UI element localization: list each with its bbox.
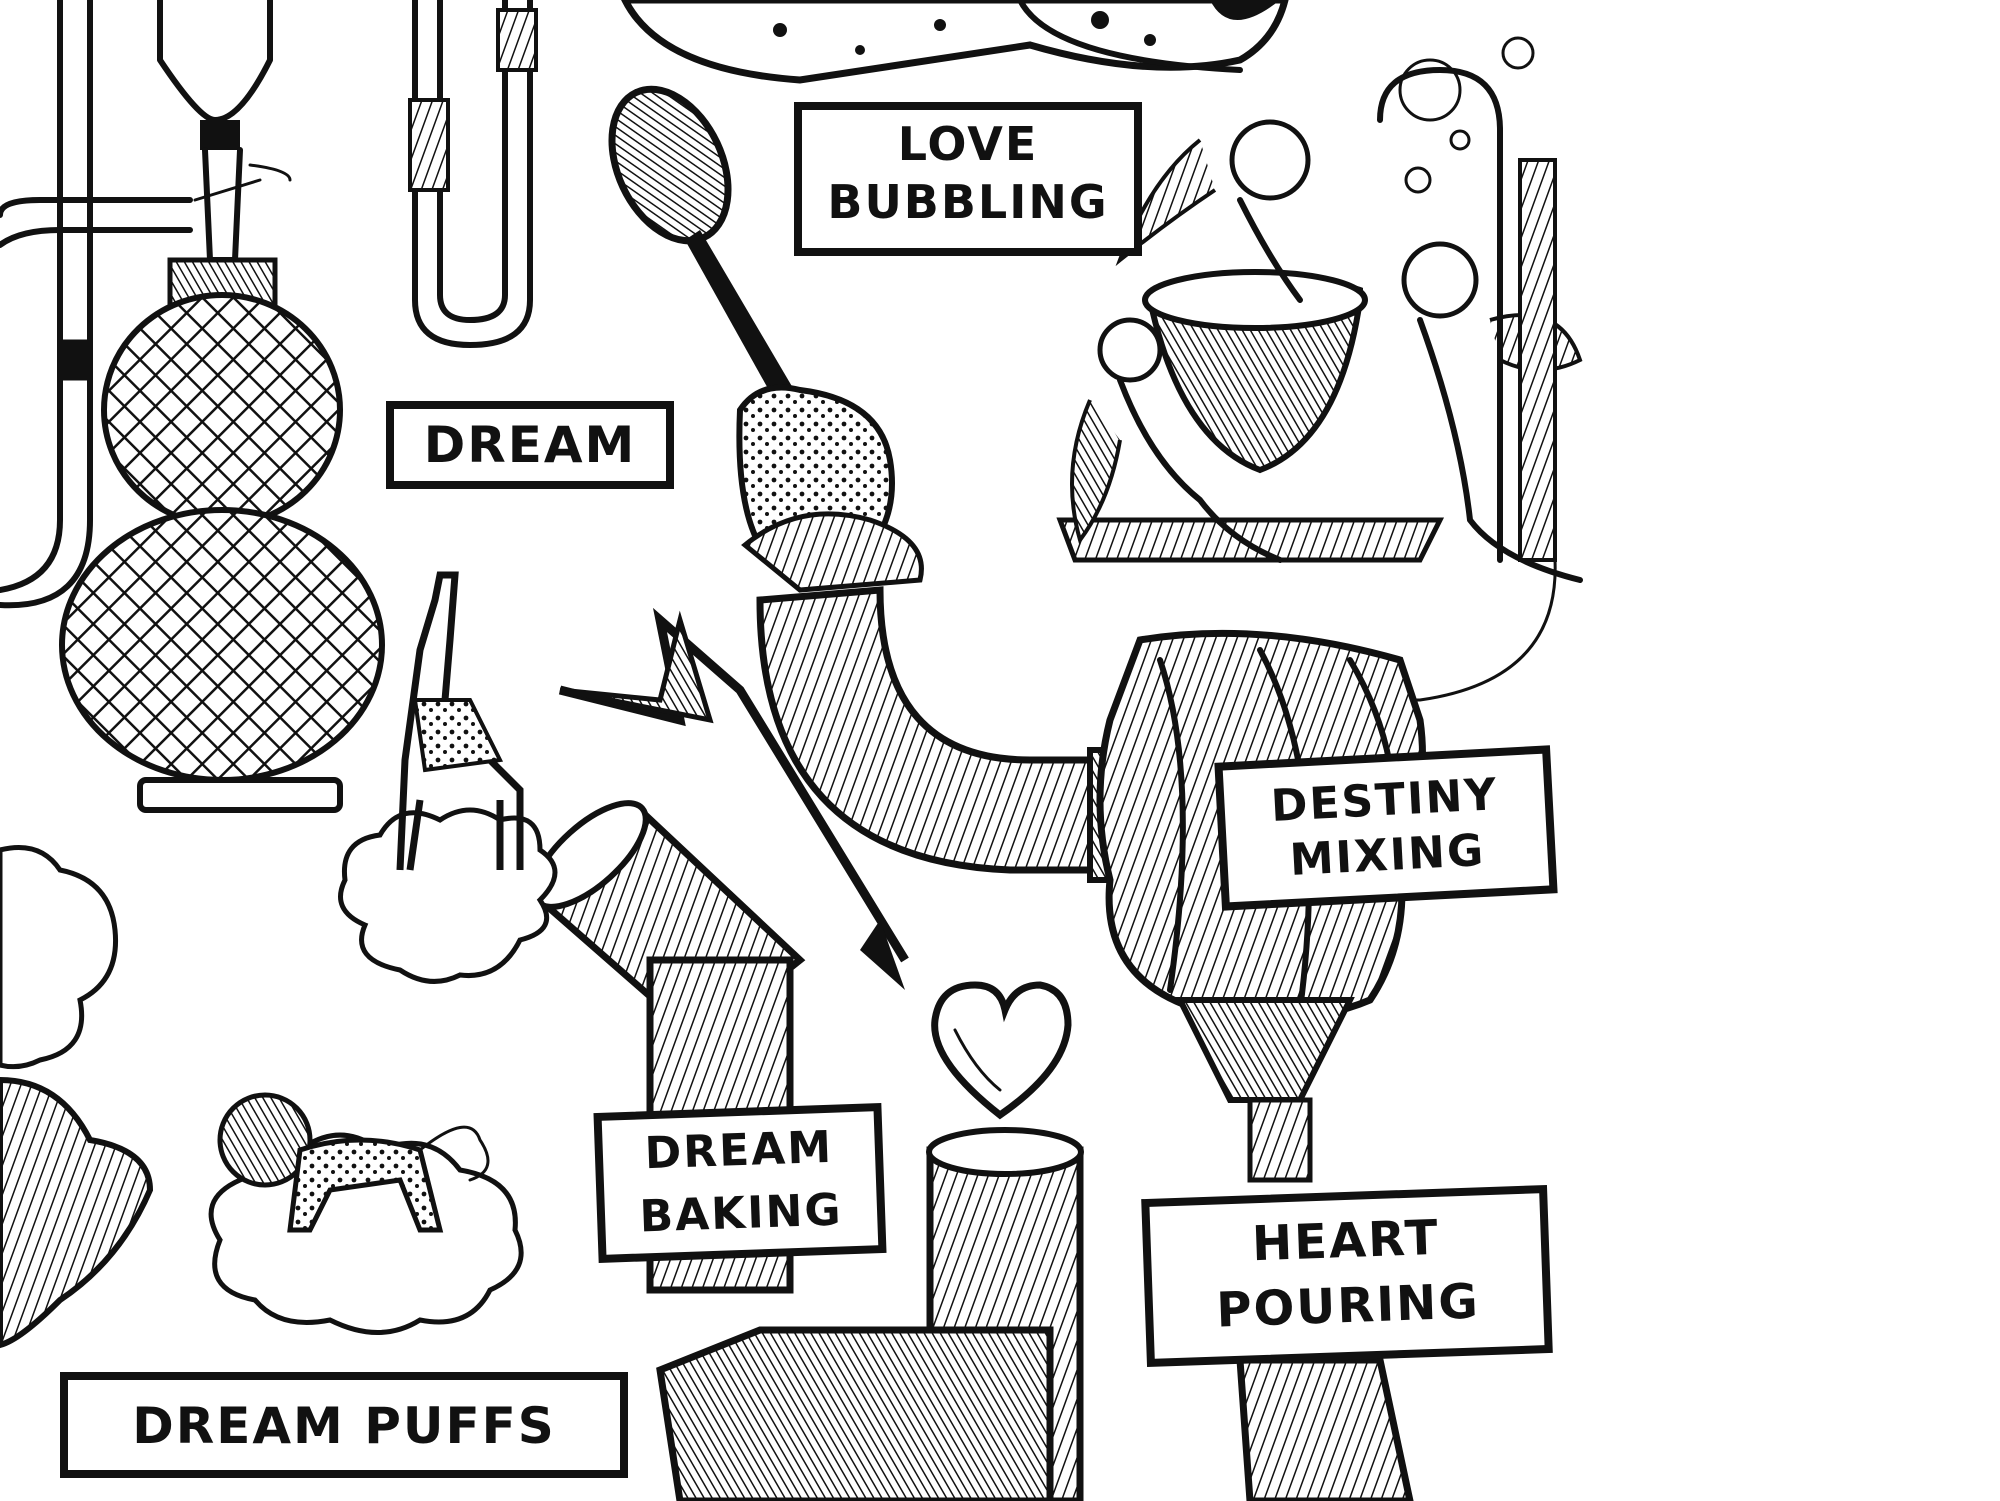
spoon-hand-illustration xyxy=(608,85,924,593)
lion-cloud-illustration xyxy=(208,1092,524,1335)
siphon-bottle-illustration xyxy=(0,0,385,813)
sign-love-bubbling-line1: LOVE xyxy=(898,117,1039,171)
sign-dream-baking-line1: DREAM xyxy=(644,1122,834,1180)
sign-dream-baking-line2: BAKING xyxy=(639,1184,844,1242)
sign-heart-pouring-line2: POURING xyxy=(1215,1273,1480,1338)
sign-love-bubbling: LOVE BUBBLING xyxy=(794,102,1142,256)
sign-dream-baking: DREAM BAKING xyxy=(593,1103,887,1263)
sign-love-bubbling-line2: BUBBLING xyxy=(827,175,1108,229)
cheese-illustration xyxy=(621,0,1289,84)
sign-dream: DREAM xyxy=(386,401,674,489)
giraffe-cloud-illustration xyxy=(338,571,558,984)
bubbles-illustration xyxy=(1398,36,1535,194)
sign-heart-pouring-line1: HEART xyxy=(1251,1210,1440,1273)
sign-destiny-mixing-line1: DESTINY xyxy=(1270,769,1500,832)
heart-illustration xyxy=(931,981,1072,1120)
curved-pipe-illustration xyxy=(756,586,1133,883)
sign-heart-pouring: HEART POURING xyxy=(1141,1184,1553,1368)
sign-destiny-mixing-line2: MIXING xyxy=(1289,825,1487,886)
left-cloud-hand-illustration xyxy=(0,845,154,1349)
sign-dream-text: DREAM xyxy=(424,416,637,474)
arrow-illustration xyxy=(558,607,909,990)
sign-dream-puffs-text: DREAM PUFFS xyxy=(132,1397,556,1455)
u-tube-illustration xyxy=(408,0,538,348)
cherubs-pot-illustration xyxy=(1056,67,1583,702)
sign-dream-puffs: DREAM PUFFS xyxy=(60,1372,628,1478)
sign-destiny-mixing: DESTINY MIXING xyxy=(1214,745,1558,911)
